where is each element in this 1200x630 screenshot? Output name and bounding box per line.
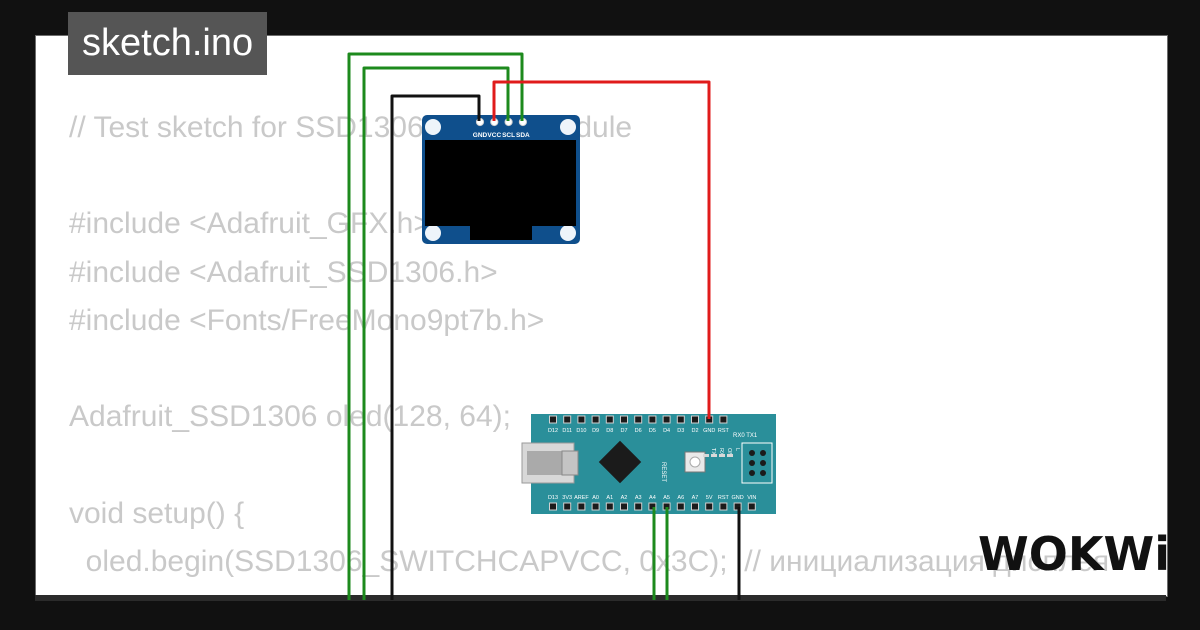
nano-pin-d5[interactable]	[648, 415, 657, 424]
code-line: void setup() {	[69, 496, 245, 530]
led-label: RX	[718, 448, 724, 456]
wire-scl[interactable]	[362, 66, 510, 600]
oled-mount-hole	[560, 119, 576, 135]
wokwi-logo: WOKWi	[978, 527, 1170, 581]
status-led	[711, 454, 717, 457]
nano-pin-a1[interactable]	[605, 502, 614, 511]
nano-pin-label: D4	[663, 428, 670, 434]
nano-pin-label: AREF	[574, 495, 589, 501]
oled-mount-hole	[425, 119, 441, 135]
nano-pin-label: A6	[677, 495, 684, 501]
nano-pin-d9[interactable]	[591, 415, 600, 424]
usb-connector	[521, 442, 579, 484]
oled-ribbon	[470, 226, 532, 240]
nano-pin-label: A1	[606, 495, 613, 501]
nano-pin-label: D8	[606, 428, 613, 434]
oled-mount-hole	[560, 225, 576, 241]
nano-pin-5v[interactable]	[705, 502, 714, 511]
nano-pin-label: GND	[703, 428, 715, 434]
nano-pin-a4[interactable]	[648, 502, 657, 511]
nano-pin-label: RST	[718, 428, 730, 434]
status-led	[703, 454, 709, 457]
nano-pin-vin[interactable]	[747, 502, 756, 511]
nano-pin-d10[interactable]	[577, 415, 586, 424]
nano-pin-d8[interactable]	[605, 415, 614, 424]
nano-pin-a2[interactable]	[620, 502, 628, 511]
nano-pin-d12[interactable]	[549, 415, 557, 424]
wire-gnd[interactable]	[390, 94, 481, 600]
nano-pin-a7[interactable]	[691, 502, 699, 511]
nano-pin-label: D9	[592, 428, 599, 434]
nano-pin-d11[interactable]	[563, 415, 572, 424]
oled-mount-hole	[425, 225, 441, 241]
nano-pin-d4[interactable]	[662, 415, 671, 424]
nano-pin-label: GND	[731, 495, 743, 501]
file-tab[interactable]: sketch.ino	[68, 12, 268, 75]
nano-pin-d6[interactable]	[634, 415, 643, 424]
nano-pin-d2[interactable]	[691, 415, 699, 424]
nano-pin-label: D11	[562, 428, 572, 434]
nano-pin-label: D5	[649, 428, 656, 434]
nano-pin-d7[interactable]	[620, 415, 628, 424]
reset-label: RESET	[660, 462, 666, 482]
code-line: Adafruit_SSD1306 oled(128, 64);	[69, 400, 511, 434]
status-led	[719, 454, 725, 457]
file-tab-label: sketch.ino	[82, 22, 254, 64]
led-label: TX	[710, 448, 716, 455]
nano-pin-label: A2	[621, 495, 628, 501]
status-led	[727, 454, 733, 457]
code-editor[interactable]: // Test sketch for SSD1306 display modul…	[69, 104, 1110, 596]
nano-pin-rst[interactable]	[719, 415, 728, 424]
nano-pin-label: VIN	[747, 495, 756, 501]
card-shadow	[35, 595, 1166, 601]
nano-pin-3v3[interactable]	[563, 502, 572, 511]
nano-pin-label: RST	[718, 495, 730, 501]
nano-pin-label: D2	[691, 428, 698, 434]
nano-pin-rst[interactable]	[719, 502, 728, 511]
oled-screen	[425, 140, 576, 226]
nano-pin-d3[interactable]	[676, 415, 685, 424]
led-label: L	[734, 448, 740, 451]
nano-pin-label: D12	[548, 428, 558, 434]
nano-pin-label: D3	[677, 428, 684, 434]
code-line: oled.clearDisplay();	[69, 586, 1109, 596]
nano-pin-label: A4	[649, 495, 656, 501]
icsp-header	[741, 442, 773, 484]
led-label: ON	[726, 448, 732, 456]
oled-pin-label: SCL	[502, 132, 515, 139]
code-line: #include <Adafruit_SSD1306.h>	[69, 255, 498, 289]
nano-pin-aref[interactable]	[577, 502, 586, 511]
oled-pin-label: GND	[473, 132, 488, 139]
code-line: #include <Fonts/FreeMono9pt7b.h>	[69, 303, 545, 337]
oled-pin-label: SDA	[516, 132, 530, 139]
nano-pin-label: 5V	[706, 495, 713, 501]
nano-pin-label: D7	[620, 428, 627, 434]
nano-pin-a0[interactable]	[591, 502, 600, 511]
nano-pin-label: D10	[576, 428, 586, 434]
nano-pin-a6[interactable]	[676, 502, 685, 511]
nano-pin-label: A3	[635, 495, 642, 501]
wire-vcc[interactable]	[492, 80, 711, 419]
nano-pin-label: D6	[635, 428, 642, 434]
serial-header-label: RX0 TX1	[733, 433, 758, 439]
wire-sda[interactable]	[347, 52, 524, 600]
code-line: oled.begin(SSD1306_SWITCHCAPVCC, 0x3C); …	[69, 544, 1110, 578]
nano-pin-label: D13	[548, 495, 558, 501]
wokwi-logo-text: WOKWi	[978, 527, 1170, 581]
nano-pin-label: A0	[592, 495, 599, 501]
nano-pin-label: A5	[663, 495, 670, 501]
nano-pin-d13[interactable]	[549, 502, 557, 511]
oled-pin-label: VCC	[487, 132, 501, 139]
nano-pin-label: 3V3	[562, 495, 572, 501]
nano-pin-a3[interactable]	[634, 502, 643, 511]
nano-pin-label: A7	[692, 495, 699, 501]
